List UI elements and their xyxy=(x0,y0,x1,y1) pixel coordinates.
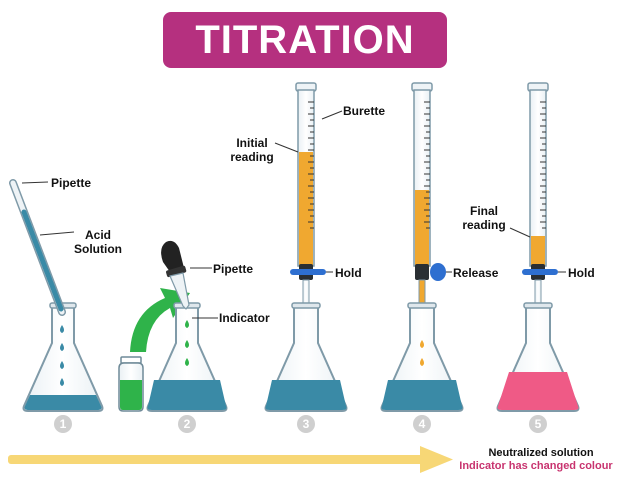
result-indicator-changed: Indicator has changed colour xyxy=(459,460,613,472)
label-indicator: Indicator xyxy=(219,311,270,325)
dropper-icon xyxy=(161,240,218,319)
step-number: 4 xyxy=(413,415,431,433)
step-number: 2 xyxy=(178,415,196,433)
result-neutralized: Neutralized solution xyxy=(488,447,594,459)
label-hold-2: Hold xyxy=(568,266,595,280)
step-number: 1 xyxy=(54,415,72,433)
label-final-reading: Final reading xyxy=(462,204,506,232)
flask-step-1-icon xyxy=(22,302,104,412)
label-hold-1: Hold xyxy=(335,266,362,280)
step-number: 5 xyxy=(529,415,547,433)
indicator-bottle-icon xyxy=(118,356,144,412)
label-release: Release xyxy=(453,266,499,280)
label-initial-reading: Initial reading xyxy=(230,136,274,164)
flask-step-2-icon xyxy=(146,302,228,412)
label-pipette-2: Pipette xyxy=(213,262,254,276)
page-title: TITRATION xyxy=(163,12,447,68)
burette-step-3-icon xyxy=(274,82,343,313)
label-burette: Burette xyxy=(343,104,386,118)
burette-step-4-icon xyxy=(411,82,452,313)
pipette-step-1-icon xyxy=(9,179,75,316)
step-number: 3 xyxy=(297,415,315,433)
flask-step-3-icon xyxy=(264,302,348,412)
flask-step-5-icon xyxy=(496,302,580,412)
progress-arrow-icon xyxy=(8,446,453,473)
burette-step-5-icon xyxy=(509,82,566,313)
label-acid-solution: Acid Solution xyxy=(74,228,122,256)
flask-step-4-icon xyxy=(380,302,464,412)
label-pipette-1: Pipette xyxy=(51,176,92,190)
